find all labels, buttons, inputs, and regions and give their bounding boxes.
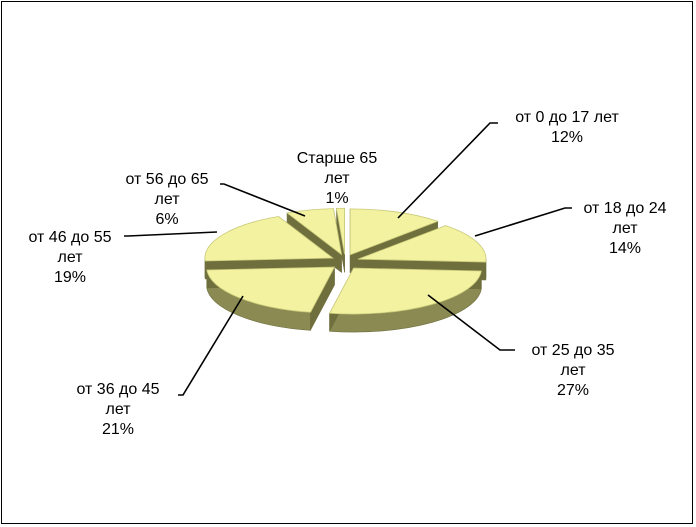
pie-slice-top [204,216,335,262]
pie-slice-top [349,208,439,256]
pie-slice-top [328,267,482,315]
pie-slice-25-35 [328,267,482,333]
leader-line-25-35 [427,294,515,351]
leader-line-0-17 [397,122,498,219]
leader-line-56-65 [220,183,306,217]
leader-line-46-55 [124,231,218,237]
pie-slice-top [357,225,487,263]
pie-slice-top [206,266,336,313]
pie-slice-over-65 [336,207,345,273]
pie-slice-36-45 [206,266,336,331]
leader-line-18-24 [474,207,572,237]
pie-slice-top [336,207,345,255]
pie-slice-top [286,208,343,256]
leader-line-36-45 [178,295,244,396]
